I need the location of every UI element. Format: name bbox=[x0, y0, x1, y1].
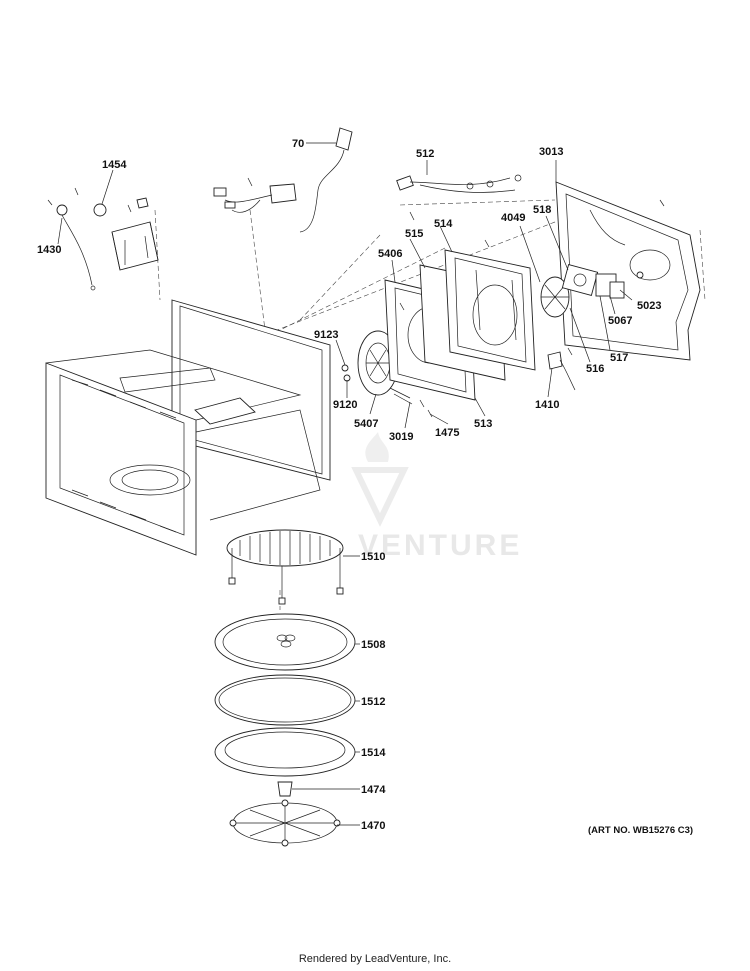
footer-credit: Rendered by LeadVenture, Inc. bbox=[298, 953, 452, 965]
label-1410: 1410 bbox=[535, 399, 559, 411]
label-70: 70 bbox=[292, 138, 304, 150]
label-516: 516 bbox=[586, 363, 604, 375]
label-5407: 5407 bbox=[354, 418, 378, 430]
label-1512: 1512 bbox=[361, 696, 385, 708]
label-1470: 1470 bbox=[361, 820, 385, 832]
label-517: 517 bbox=[610, 352, 628, 364]
watermark-logo: VENTURE bbox=[351, 432, 522, 562]
label-1474: 1474 bbox=[361, 784, 386, 796]
rack-1510 bbox=[226, 529, 344, 605]
label-512: 512 bbox=[416, 148, 434, 160]
part-labels: 70 512 3013 1454 1430 514 4049 518 515 5… bbox=[37, 138, 661, 832]
label-1430: 1430 bbox=[37, 244, 61, 256]
power-cord-70 bbox=[213, 127, 353, 233]
label-5023: 5023 bbox=[637, 300, 661, 312]
label-1510: 1510 bbox=[361, 551, 385, 563]
roller-guide-1470 bbox=[229, 799, 341, 847]
label-4049: 4049 bbox=[501, 212, 525, 224]
bracket-assembly-1454 bbox=[47, 169, 159, 291]
wire-harness-512 bbox=[396, 160, 522, 193]
label-518: 518 bbox=[533, 204, 551, 216]
label-514: 514 bbox=[434, 218, 453, 230]
art-number: (ART NO. WB15276 C3) bbox=[588, 825, 694, 836]
label-513: 513 bbox=[474, 418, 492, 430]
label-1454: 1454 bbox=[102, 159, 127, 171]
label-9123: 9123 bbox=[314, 329, 338, 341]
glass-tray-1508 bbox=[214, 613, 356, 671]
fan-motor-parts bbox=[540, 263, 644, 391]
label-5067: 5067 bbox=[608, 315, 632, 327]
tray-1514 bbox=[214, 727, 356, 777]
label-3019: 3019 bbox=[389, 431, 413, 443]
label-5406: 5406 bbox=[378, 248, 402, 260]
label-9120: 9120 bbox=[333, 399, 357, 411]
label-3013: 3013 bbox=[539, 146, 563, 158]
label-1475: 1475 bbox=[435, 427, 459, 439]
oven-cavity bbox=[45, 299, 331, 556]
back-panels bbox=[384, 249, 536, 401]
rear-cover-3013 bbox=[555, 181, 701, 361]
label-515: 515 bbox=[405, 228, 423, 240]
coupler-1474 bbox=[277, 781, 293, 797]
label-1514: 1514 bbox=[361, 747, 386, 759]
label-1508: 1508 bbox=[361, 639, 385, 651]
leader-lines bbox=[292, 160, 633, 826]
watermark-text: VENTURE bbox=[358, 529, 522, 562]
roller-ring-1512 bbox=[214, 674, 356, 726]
screws bbox=[247, 177, 665, 418]
